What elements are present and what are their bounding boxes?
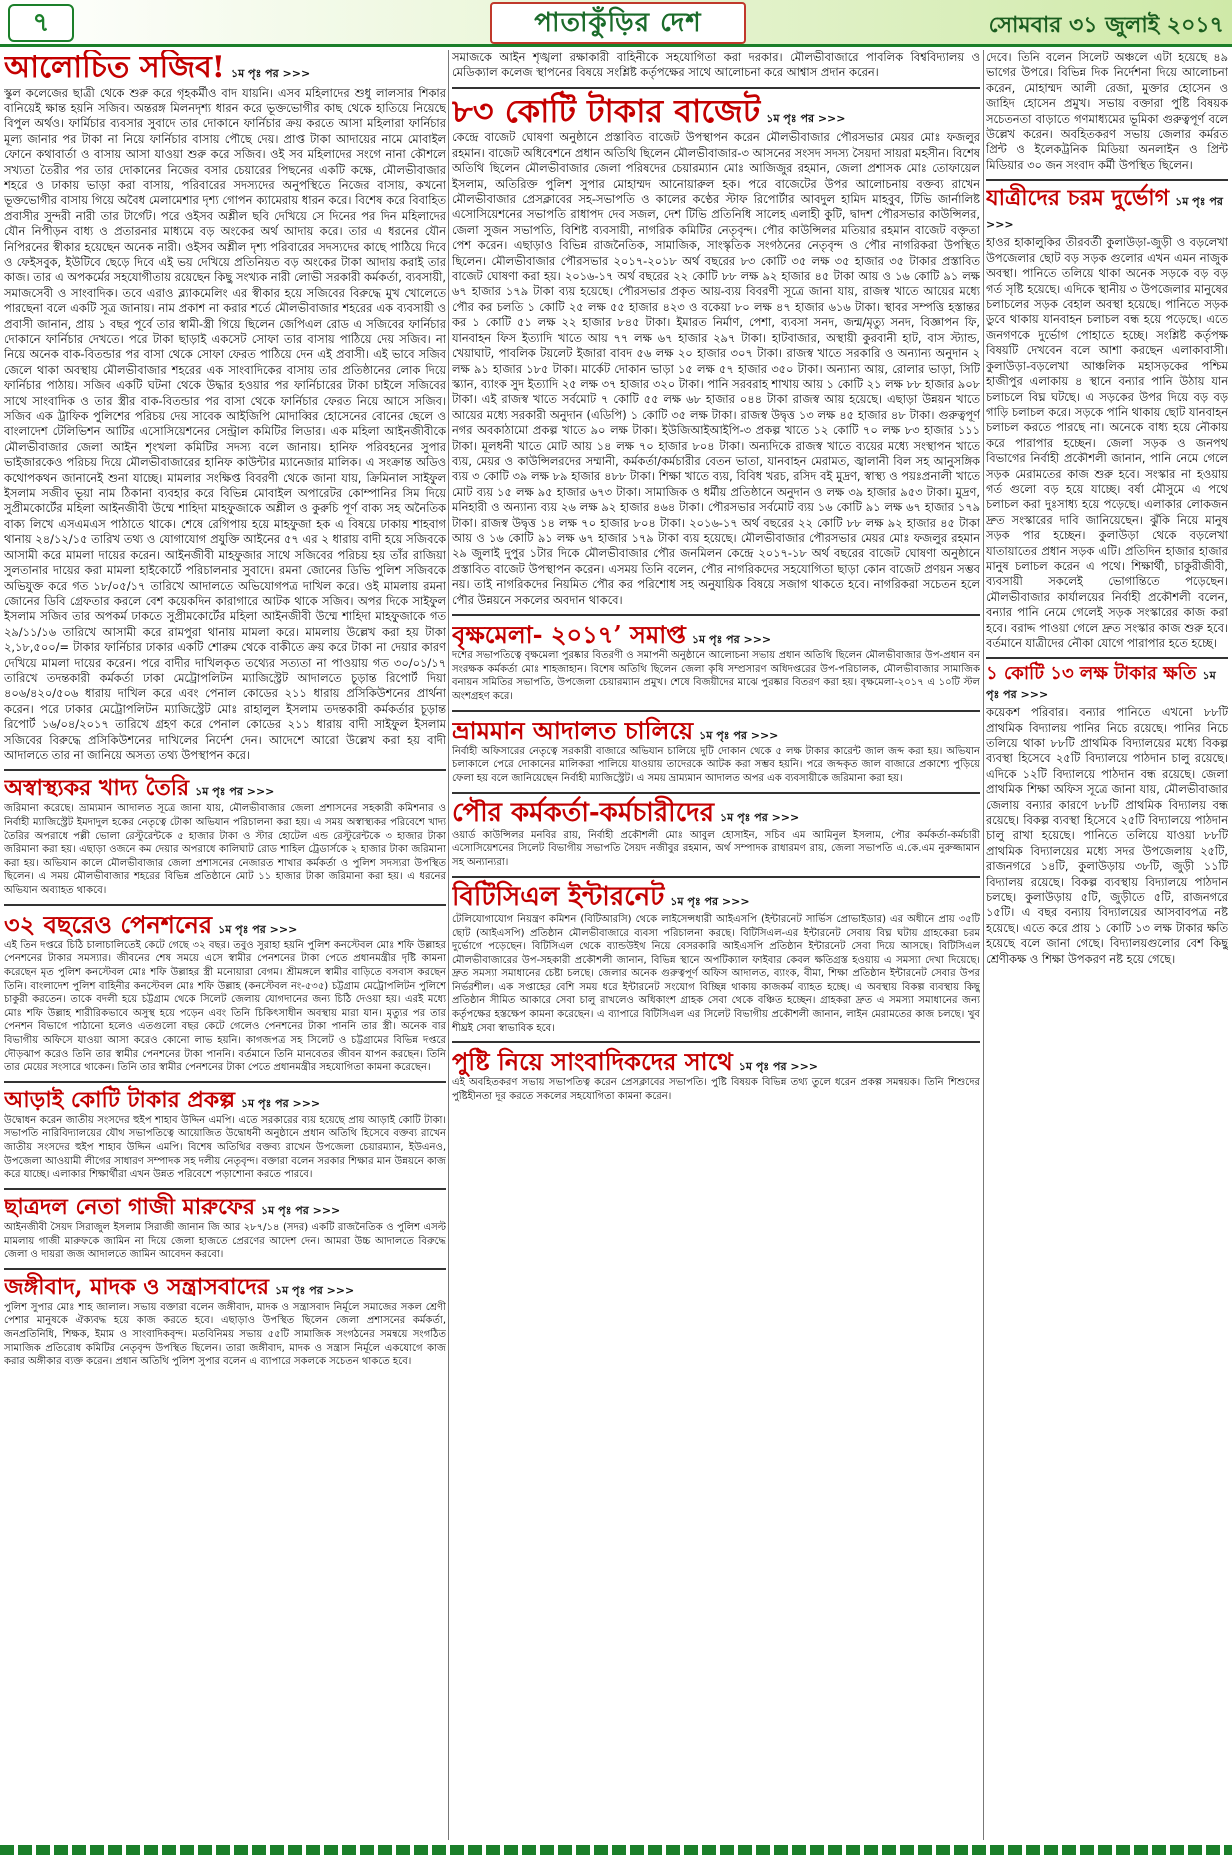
news-article: সমাজকে আইন শৃঙ্খলা রক্ষাকারী বাহিনীকে সহ… (452, 50, 980, 81)
article-separator (452, 709, 980, 712)
article-body: এই অবহিতকরণ সভায় সভাপতিত্ব করেন প্রেসক্… (452, 1077, 980, 1103)
news-article: পৌর কর্মকর্তা-কর্মচারীদের ১ম পৃঃ পর >>> ওয… (452, 797, 980, 870)
continued-from-marker: ১ম পৃঃ পর >>> (261, 1203, 341, 1217)
article-headline: বৃক্ষমেলা- ২০১৭’ সমাপ্ত ১ম পৃঃ পর >>> (452, 622, 980, 647)
article-body: কেন্দ্রে বাজেট ঘোষণা অনুষ্ঠানে প্রস্তাবি… (452, 130, 980, 607)
headline-text: বিটিসিএল ইন্টারনেট (452, 881, 665, 912)
masthead: ৭ পাতাকুঁড়ির দেশ সোমবার ৩১ জুলাই ২০১৭ (0, 0, 1232, 47)
continued-from-marker: ১ম পৃঃ পর >>> (274, 1283, 355, 1297)
article-separator (986, 179, 1228, 182)
news-article: বিটিসিএল ইন্টারনেট ১ম পৃঃ পর >>> টেলিযোগায… (452, 881, 980, 1036)
continued-from-marker: ১ম পৃঃ পর >>> (240, 1096, 321, 1110)
article-headline: জঙ্গীবাদ, মাদক ও সন্ত্রাসবাদের ১ম পৃঃ পর … (4, 1273, 446, 1300)
newspaper-title-a: পাতাকুঁড়ির (534, 8, 651, 38)
news-article: জঙ্গীবাদ, মাদক ও সন্ত্রাসবাদের ১ম পৃঃ পর … (4, 1273, 446, 1369)
article-separator (4, 1080, 446, 1083)
article-headline: ছাত্রদল নেতা গাজী মারুফের ১ম পৃঃ পর >>> (4, 1193, 446, 1220)
issue-date: সোমবার ৩১ জুলাই ২০১৭ (988, 13, 1224, 38)
headline-text: পুষ্টি নিয়ে সাংবাদিকদের সাথে (452, 1047, 733, 1077)
news-article: দেবে। তিনি বলেন সিলেট অঞ্চলে এটা হয়েছে … (986, 50, 1228, 173)
article-separator (452, 1041, 980, 1044)
continued-from-marker: ১ম পৃঃ পর >>> (670, 894, 750, 908)
article-body: এই তিন দপ্তরে চিঠি চালাচালিতেই কেটে গেছে… (4, 939, 446, 1074)
article-headline: অস্বাস্থ্যকর খাদ্য তৈরি ১ম পৃঃ পর >>> (4, 777, 446, 800)
article-body: জরিমানা করেছে। ভ্রাম্যমান আদালত সূত্রে জ… (4, 803, 446, 897)
article-headline: বিটিসিএল ইন্টারনেট ১ম পৃঃ পর >>> (452, 881, 980, 912)
continued-from-marker: ১ম পৃঃ পর >>> (218, 922, 298, 936)
headline-text: ৩২ বছরেও পেনশনের (4, 909, 213, 939)
article-body: হাওর হাকালুকির তীরবর্তী কুলাউড়া-জুড়ী ও… (986, 235, 1228, 650)
article-body: উদ্বোধন করেন জাতীয় সংসদের হুইপ শাহাব উদ… (4, 1114, 446, 1181)
headline-text: ভ্রামমান আদালত চালিয়ে (452, 715, 694, 745)
article-separator (452, 875, 980, 878)
continued-from-marker: ১ম পৃঃ পর >>> (986, 195, 1223, 232)
column-divider (448, 50, 449, 1840)
headline-text: ১ কোটি ১৩ লক্ষ টাকার ক্ষতি (986, 663, 1197, 685)
article-headline: ১ কোটি ১৩ লক্ষ টাকার ক্ষতি১ম পৃঃ পর >>> (986, 663, 1228, 703)
headline-text: যাত্রীদের চরম দুর্ভোগ (986, 185, 1170, 212)
column-divider (983, 50, 984, 1840)
headline-text: পৌর কর্মকর্তা-কর্মচারীদের (452, 797, 714, 828)
article-separator (452, 614, 980, 616)
newspaper-title: পাতাকুঁড়ির দেশ (490, 2, 746, 44)
page-number: ৭ (8, 4, 74, 42)
article-separator (4, 903, 446, 906)
article-headline: ৩২ বছরেও পেনশনের ১ম পৃঃ পর >>> (4, 912, 446, 937)
article-headline: ৮৩ কোটি টাকার বাজেট ১ম পৃঃ পর >>> (452, 91, 980, 130)
article-separator (4, 769, 446, 772)
headline-text: বৃক্ষমেলা- ২০১৭’ সমাপ্ত (452, 620, 686, 649)
article-separator (4, 1187, 446, 1190)
continued-from-marker: ১ম পৃঃ পর >>> (691, 633, 772, 646)
headline-text: ৮৩ কোটি টাকার বাজেট (452, 91, 761, 130)
article-headline: পুষ্টি নিয়ে সাংবাদিকদের সাথে ১ম পৃঃ পর >… (452, 1049, 980, 1074)
headline-text: আড়াই কোটি টাকার প্রকল্প (4, 1086, 235, 1113)
article-headline: পৌর কর্মকর্তা-কর্মচারীদের ১ম পৃঃ পর >>> (452, 797, 980, 828)
news-article: পুষ্টি নিয়ে সাংবাদিকদের সাথে ১ম পৃঃ পর >… (452, 1049, 980, 1103)
article-body: কয়েকশ পরিবার। বন্যার পানিতে এখনো ৮৮টি প… (986, 705, 1228, 966)
article-body: আইনজীবী সৈয়দ সিরাজুল ইসলাম সিরাজী জানান… (4, 1221, 446, 1261)
news-article: ছাত্রদল নেতা গাজী মারুফের ১ম পৃঃ পর >>> আই… (4, 1193, 446, 1262)
news-article: ৩২ বছরেও পেনশনের ১ম পৃঃ পর >>> এই তিন দপ্ত… (4, 912, 446, 1075)
news-article: অস্বাস্থ্যকর খাদ্য তৈরি ১ম পৃঃ পর >>> জরিম… (4, 777, 446, 897)
continued-from-marker: ১ম পৃঃ পর >>> (738, 1060, 819, 1074)
article-body: সমাজকে আইন শৃঙ্খলা রক্ষাকারী বাহিনীকে সহ… (452, 50, 980, 80)
newspaper-title-b: দেশ (660, 8, 702, 38)
continued-from-marker: ১ম পৃঃ পর >>> (699, 728, 779, 742)
article-body: দেবে। তিনি বলেন সিলেট অঞ্চলে এটা হয়েছে … (986, 50, 1228, 172)
column-center: সমাজকে আইন শৃঙ্খলা রক্ষাকারী বাহিনীকে সহ… (452, 50, 980, 1840)
article-headline: আলোচিত সজিব! ১ম পৃঃ পর >>> (4, 52, 446, 84)
continued-from-marker: ১ম পৃঃ পর >>> (230, 67, 311, 80)
article-body: দশের সভাপতিত্বে বৃক্ষমেলা পুরষ্কার বিতরণ… (452, 650, 980, 702)
news-article: ৮৩ কোটি টাকার বাজেট ১ম পৃঃ পর >>> কেন্দ্রে… (452, 91, 980, 608)
article-separator (452, 791, 980, 794)
article-body: ওয়ার্ড কাউন্সিলর মনবির রায়, নির্বাহী প… (452, 829, 980, 869)
article-body: স্কুল কলেজের ছাত্রী থেকে শুরু করে গৃহকর্… (4, 85, 446, 762)
news-article: আড়াই কোটি টাকার প্রকল্প ১ম পৃঃ পর >>> উদ্… (4, 1086, 446, 1182)
article-body: টেলিযোগাযোগ নিয়ন্ত্রণ কমিশন (বিটিআরসি) … (452, 913, 980, 1034)
article-headline: আড়াই কোটি টাকার প্রকল্প ১ম পৃঃ পর >>> (4, 1086, 446, 1113)
article-separator (4, 1267, 446, 1270)
continued-from-marker: ১ম পৃঃ পর >>> (720, 810, 800, 824)
article-body: নির্বাহী অফিসারের নেতৃত্বে সরকারী বাজারে… (452, 745, 980, 784)
footer-border (0, 1845, 1232, 1855)
article-body: পুলিশ সুপার মোঃ শাহ জালাল। সভায় বক্তারা… (4, 1301, 446, 1368)
continued-from-marker: ১ম পৃঃ পর >>> (766, 111, 846, 125)
headline-text: আলোচিত সজিব! (4, 50, 225, 85)
article-separator (986, 657, 1228, 660)
continued-from-marker: ১ম পৃঃ পর >>> (195, 785, 275, 799)
column-right: দেবে। তিনি বলেন সিলেট অঞ্চলে এটা হয়েছে … (986, 50, 1228, 1840)
article-separator (452, 86, 980, 89)
news-article: ১ কোটি ১৩ লক্ষ টাকার ক্ষতি১ম পৃঃ পর >>>ক… (986, 663, 1228, 967)
article-headline: ভ্রামমান আদালত চালিয়ে ১ম পৃঃ পর >>> (452, 715, 980, 745)
news-article: আলোচিত সজিব! ১ম পৃঃ পর >>> স্কুল কলেজের ছা… (4, 52, 446, 763)
headline-text: জঙ্গীবাদ, মাদক ও সন্ত্রাসবাদের (4, 1273, 269, 1300)
news-article: বৃক্ষমেলা- ২০১৭’ সমাপ্ত ১ম পৃঃ পর >>> দশের… (452, 622, 980, 704)
news-article: ভ্রামমান আদালত চালিয়ে ১ম পৃঃ পর >>> নির্ব… (452, 715, 980, 786)
headline-text: অস্বাস্থ্যকর খাদ্য তৈরি (4, 775, 190, 802)
headline-text: ছাত্রদল নেতা গাজী মারুফের (4, 1193, 256, 1220)
continued-from-marker: ১ম পৃঃ পর >>> (986, 669, 1216, 702)
column-left: আলোচিত সজিব! ১ম পৃঃ পর >>> স্কুল কলেজের ছা… (4, 50, 446, 1840)
